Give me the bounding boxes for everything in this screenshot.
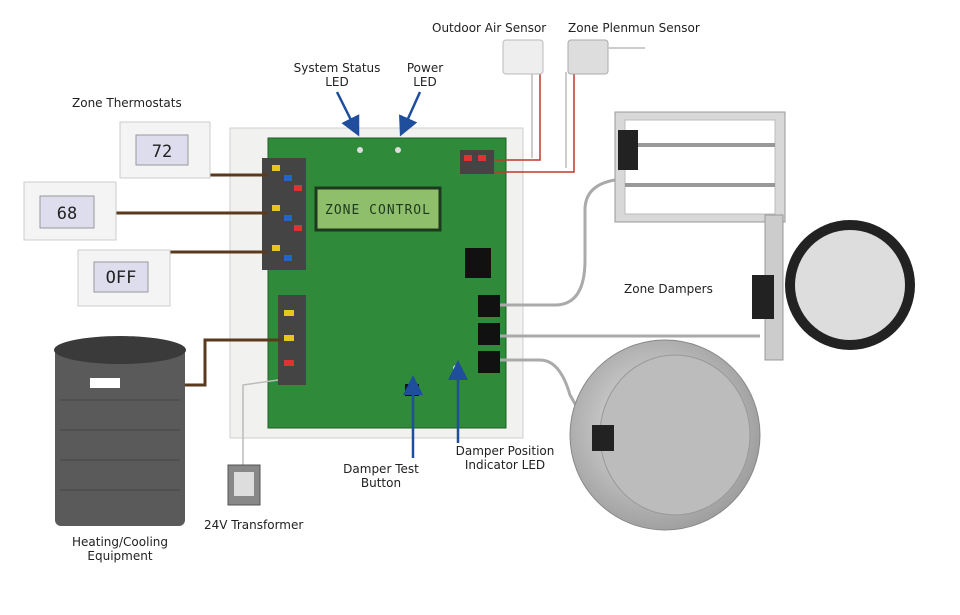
label-damper-position-led: Damper Position Indicator LED (455, 444, 555, 472)
equipment-terminals (278, 295, 306, 385)
system-status-led (357, 147, 363, 153)
zone-plenum-sensor (567, 39, 609, 75)
callout-arrows (335, 91, 468, 458)
round-duct-damper (569, 339, 761, 531)
label-zone-plenum-sensor: Zone Plenmun Sensor (568, 21, 700, 35)
thermostat-terminals (262, 158, 306, 270)
lcd-text: ZONE CONTROL (325, 203, 431, 218)
sensor-terminals (460, 150, 494, 174)
lcd-display (314, 186, 442, 232)
label-zone-thermostats: Zone Thermostats (72, 96, 182, 110)
outdoor-air-sensor (502, 39, 544, 75)
power-led (395, 147, 401, 153)
damper-relays (465, 248, 500, 373)
svg-text:OFF: OFF (106, 268, 137, 288)
svg-text:68: 68 (57, 204, 77, 224)
label-zone-dampers: Zone Dampers (624, 282, 713, 296)
thermostat-2: 68 (23, 181, 117, 241)
sensor-wires (494, 72, 575, 173)
label-system-status-led: System Status LED (293, 61, 381, 89)
heating-cooling-unit (54, 336, 186, 526)
thermostat-3: OFF (77, 249, 171, 307)
label-power-led: Power LED (406, 61, 444, 89)
svg-text:72: 72 (152, 142, 172, 162)
label-outdoor-air-sensor: Outdoor Air Sensor (432, 21, 547, 35)
24v-transformer (227, 464, 261, 506)
rectangular-damper (614, 111, 786, 223)
label-heating-cooling-equipment: Heating/Cooling Equipment (71, 535, 169, 563)
thermostat-wires (116, 173, 282, 387)
label-24v-transformer: 24V Transformer (204, 518, 304, 532)
damper-wires (500, 178, 760, 431)
round-blade-damper (752, 214, 915, 361)
thermostat-1: 72 (119, 121, 211, 179)
label-damper-test-button: Damper Test Button (343, 462, 419, 490)
